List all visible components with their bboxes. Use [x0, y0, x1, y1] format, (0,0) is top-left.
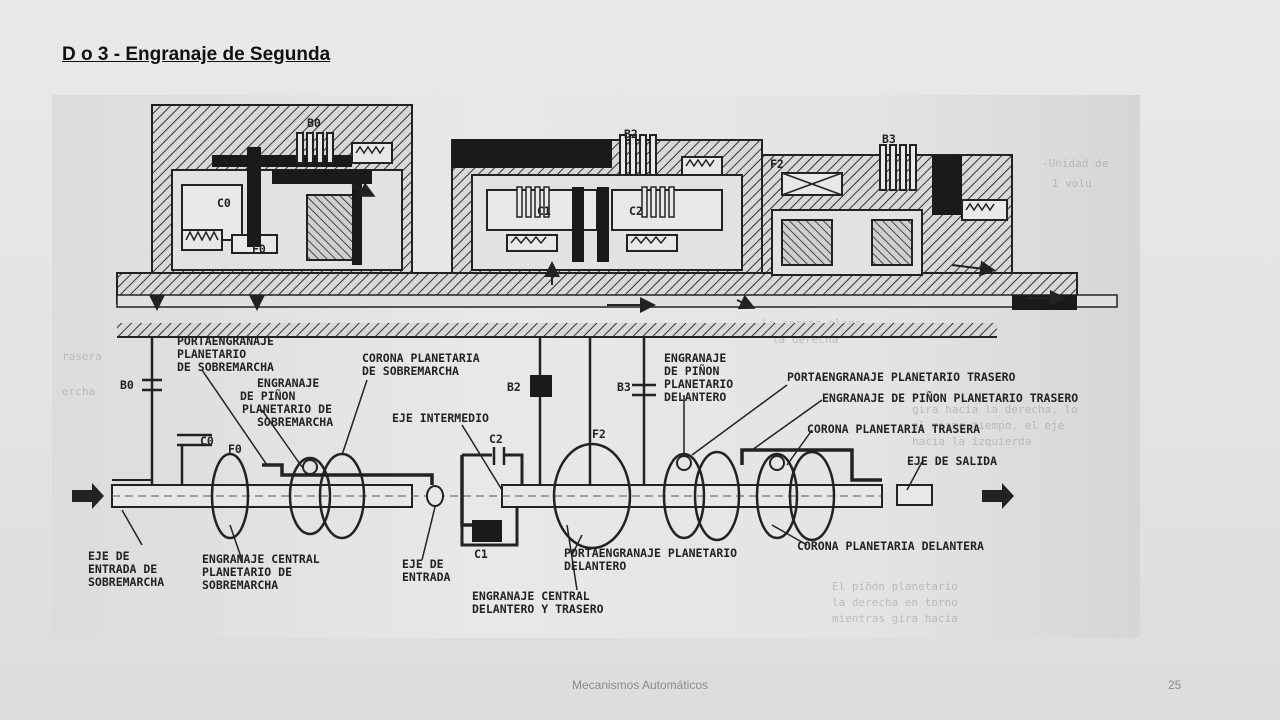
callout-labels: PORTAENGRANAJE PLANETARIO DE SOBREMARCHA… — [88, 334, 1078, 616]
label-c1-schematic: C1 — [474, 547, 488, 561]
svg-text:ercha: ercha — [62, 385, 95, 398]
svg-text:rasera: rasera — [62, 350, 102, 363]
callout-central-sobremarcha-1: ENGRANAJE CENTRAL — [202, 552, 320, 566]
label-b2-top: B2 — [624, 127, 638, 141]
label-b3-top: B3 — [882, 132, 896, 146]
callout-pinon-delantero-3: PLANETARIO — [664, 377, 733, 391]
callout-eje-intermedio: EJE INTERMEDIO — [392, 411, 489, 425]
callout-eje-entrada-1: EJE DE — [402, 557, 444, 571]
callout-pinon-sobremarcha-1: ENGRANAJE — [257, 376, 319, 390]
callout-pinon-sobremarcha-3: PLANETARIO DE — [242, 402, 332, 416]
svg-text:1 volu: 1 volu — [1052, 177, 1092, 190]
callout-pinon-delantero-2: DE PIÑON — [664, 363, 719, 378]
label-f0-schematic: F0 — [228, 442, 242, 456]
schematic-view: B0 C0 F0 C2 C1 B2 F2 — [72, 323, 1014, 591]
cross-section-view: B0 C0 F0 B2 C1 C2 — [116, 104, 1118, 313]
background-ghost-text: -Unidad de 1 volu La corona plane la der… — [62, 157, 1108, 625]
svg-text:al mismo tiempo, el eje: al mismo tiempo, el eje — [912, 419, 1064, 432]
callout-central-del-tras-1: ENGRANAJE CENTRAL — [472, 589, 590, 603]
output-arrow — [982, 483, 1014, 509]
callout-eje-entrada-sobremarcha-1: EJE DE — [88, 549, 130, 563]
label-c2-top: C2 — [629, 204, 643, 218]
svg-text:El piñón planetario: El piñón planetario — [832, 580, 958, 593]
label-f0-top: F0 — [252, 242, 266, 256]
callout-eje-entrada-2: ENTRADA — [402, 570, 451, 584]
callout-portaengranaje-sobremarcha-3: DE SOBREMARCHA — [177, 360, 274, 374]
label-b0-top: B0 — [307, 116, 321, 130]
label-c2-schematic: C2 — [489, 432, 503, 446]
callout-eje-entrada-sobremarcha-2: ENTRADA DE — [88, 562, 157, 576]
label-b0-schematic: B0 — [120, 378, 134, 392]
slide-footer-text: Mecanismos Automáticos — [571, 678, 709, 692]
slide-title: D o 3 - Engranaje de Segunda — [62, 44, 331, 65]
input-arrow — [72, 483, 104, 509]
label-c1-top: C1 — [537, 204, 551, 218]
label-b2-schematic: B2 — [507, 380, 521, 394]
callout-portaengranaje-sobremarcha-1: PORTAENGRANAJE — [177, 334, 274, 348]
label-b3-schematic: B3 — [617, 380, 631, 394]
callout-central-del-tras-2: DELANTERO Y TRASERO — [472, 602, 604, 616]
transmission-diagram-photo: -Unidad de 1 volu La corona plane la der… — [52, 95, 1140, 638]
callout-pinon-sobremarcha-2: DE PIÑON — [240, 388, 295, 403]
callout-portaengranaje-sobremarcha-2: PLANETARIO — [177, 347, 246, 361]
callout-eje-salida: EJE DE SALIDA — [907, 454, 997, 468]
callout-corona-trasera: CORONA PLANETARIA TRASERA — [807, 422, 980, 436]
svg-text:mientras gira hacia: mientras gira hacia — [832, 612, 958, 625]
label-c0-schematic: C0 — [200, 434, 214, 448]
callout-pinon-trasero: ENGRANAJE DE PIÑON PLANETARIO TRASERO — [822, 390, 1078, 405]
callout-eje-entrada-sobremarcha-3: SOBREMARCHA — [88, 575, 164, 589]
callout-pinon-sobremarcha-4: SOBREMARCHA — [257, 415, 333, 429]
planetary-gearset-schematic: -Unidad de 1 volu La corona plane la der… — [62, 104, 1118, 625]
callout-portaengranaje-trasero: PORTAENGRANAJE PLANETARIO TRASERO — [787, 370, 1016, 384]
callout-central-sobremarcha-3: SOBREMARCHA — [202, 578, 278, 592]
callout-corona-sobremarcha-1: CORONA PLANETARIA — [362, 351, 480, 365]
callout-pinon-delantero-4: DELANTERO — [664, 390, 726, 404]
svg-text:-Unidad de: -Unidad de — [1042, 157, 1108, 170]
callout-pinon-delantero-1: ENGRANAJE — [664, 351, 726, 365]
label-f2-top: F2 — [770, 157, 784, 171]
svg-text:gira hacia la derecha, lo: gira hacia la derecha, lo — [912, 403, 1078, 416]
label-f2-schematic: F2 — [592, 427, 606, 441]
callout-portaengranaje-delantero-1: PORTAENGRANAJE PLANETARIO — [564, 546, 737, 560]
callout-portaengranaje-delantero-2: DELANTERO — [564, 559, 626, 573]
callout-corona-sobremarcha-2: DE SOBREMARCHA — [362, 364, 459, 378]
slide-page-number: 25 — [1168, 678, 1182, 692]
callout-central-sobremarcha-2: PLANETARIO DE — [202, 565, 292, 579]
callout-corona-delantera: CORONA PLANETARIA DELANTERA — [797, 539, 984, 553]
svg-text:la derecha en torno: la derecha en torno — [832, 596, 958, 609]
svg-text:hacia la izquierda: hacia la izquierda — [912, 435, 1031, 448]
label-c0-top: C0 — [217, 196, 231, 210]
